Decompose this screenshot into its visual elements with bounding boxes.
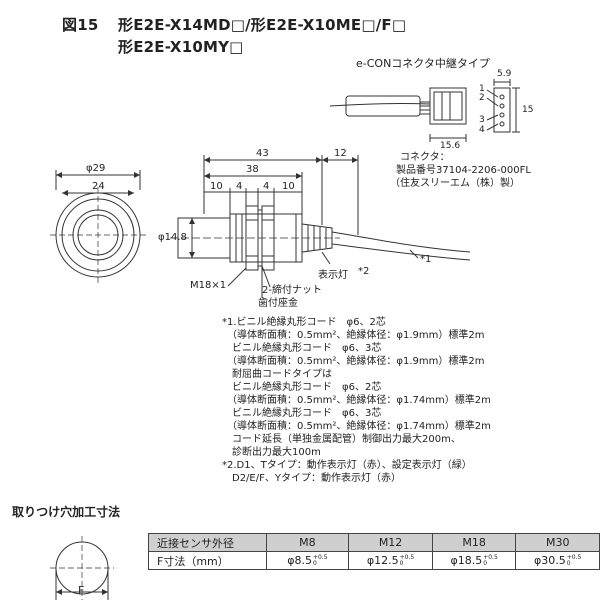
table-header-label: 近接センサ外径: [148, 533, 267, 552]
note-line: （導体断面積：0.5mm²、絶縁体径：φ1.9mm）標準2m: [222, 356, 485, 367]
note-line: ビニル絶縁丸形コード φ6、3芯: [222, 343, 382, 354]
dim-10b: 10: [282, 181, 295, 192]
hole-dim-label: F: [78, 584, 85, 597]
table-col-m8: M8: [265, 533, 350, 552]
table-row-label: F寸法（mm）: [148, 551, 267, 570]
connector-cable-body: [345, 95, 421, 117]
title-line-2: 形E2E-X10MY□: [118, 38, 244, 56]
front-dim-24: 24: [92, 181, 105, 192]
notes-block: *1.ビニル絶縁丸形コード φ6、2芯 （導体断面積：0.5mm²、絶縁体径：φ…: [222, 316, 491, 485]
connector-dim-width: 5.9: [497, 69, 512, 79]
dim-43: 43: [256, 148, 269, 159]
f-value: φ30.5: [534, 554, 566, 567]
front-dia-outer: φ29: [86, 163, 106, 174]
connector-dim-length: 15.6: [440, 141, 461, 151]
note-line: ビニル絶縁丸形コード φ6、3芯: [222, 408, 382, 419]
pin-4: 4: [479, 125, 485, 135]
connector-title: e-CONコネクタ中継タイプ: [356, 57, 490, 70]
dim-4a: 4: [236, 181, 243, 192]
f-value: φ18.5: [450, 554, 483, 567]
dia-14-8: φ14.8: [158, 232, 187, 243]
thread-label: M18×1: [190, 280, 227, 291]
note-line: D2/E/F、Yタイプ：動作表示灯（赤）: [222, 473, 401, 484]
note-line: *2.D1、Tタイプ：動作表示灯（赤）、設定表示灯（緑）: [222, 460, 472, 471]
note-line: 診断出力最大100m: [222, 447, 321, 458]
note-line: 耐屈曲コードタイプは: [222, 369, 332, 380]
connector-label: コネクタ：: [400, 152, 450, 163]
note-line: コード延長（単独金属配管）制御出力最大200m、: [222, 434, 461, 445]
mounting-title: 取りつけ穴加工寸法: [12, 505, 121, 519]
table-col-m18: M18: [431, 533, 517, 552]
washer-label: 歯付座金: [258, 298, 298, 309]
table-col-m30: M30: [515, 533, 600, 552]
note-line: （導体断面積：0.5mm²、絶縁体径：φ1.74mm）標準2m: [222, 421, 491, 432]
dim-4b: 4: [263, 181, 270, 192]
note-1-mark: *1: [420, 254, 432, 265]
pin-3: 3: [479, 115, 485, 125]
dim-38: 38: [246, 164, 259, 175]
f-value: φ12.5: [366, 554, 399, 567]
pin-1: 1: [479, 84, 485, 94]
connector-part-number: 製品番号37104-2206-000FL: [396, 165, 531, 176]
connector-dim-height: 15: [522, 105, 534, 115]
pin-2: 2: [479, 93, 485, 103]
f-value: φ8.5: [287, 554, 312, 567]
note-line: *1.ビニル絶縁丸形コード φ6、2芯: [222, 317, 386, 328]
note-line: （導体断面積：0.5mm²、絶縁体径：φ1.9mm）標準2m: [222, 330, 485, 341]
note-2-mark: *2: [358, 266, 370, 277]
indicator-label: 表示灯: [318, 270, 348, 281]
connector-maker: （住友スリーエム（株）製）: [390, 178, 520, 189]
connector-end-view: [493, 87, 511, 133]
connector-housing: [429, 87, 467, 125]
dim-12: 12: [334, 148, 347, 159]
table-header-row: 近接センサ外径 M8 M12 M18 M30: [148, 533, 600, 552]
figure-number: 図15: [62, 16, 99, 34]
title-line-1: 形E2E-X14MD□/形E2E-X10ME□/F□: [118, 16, 407, 34]
nut-label: 2-締付ナット: [262, 285, 322, 296]
dim-10a: 10: [210, 181, 223, 192]
table-col-m12: M12: [348, 533, 433, 552]
note-line: ビニル絶縁丸形コード φ6、2芯: [222, 382, 382, 393]
note-line: （導体断面積：0.5mm²、絶縁体径：φ1.74mm）標準2m: [222, 395, 491, 406]
